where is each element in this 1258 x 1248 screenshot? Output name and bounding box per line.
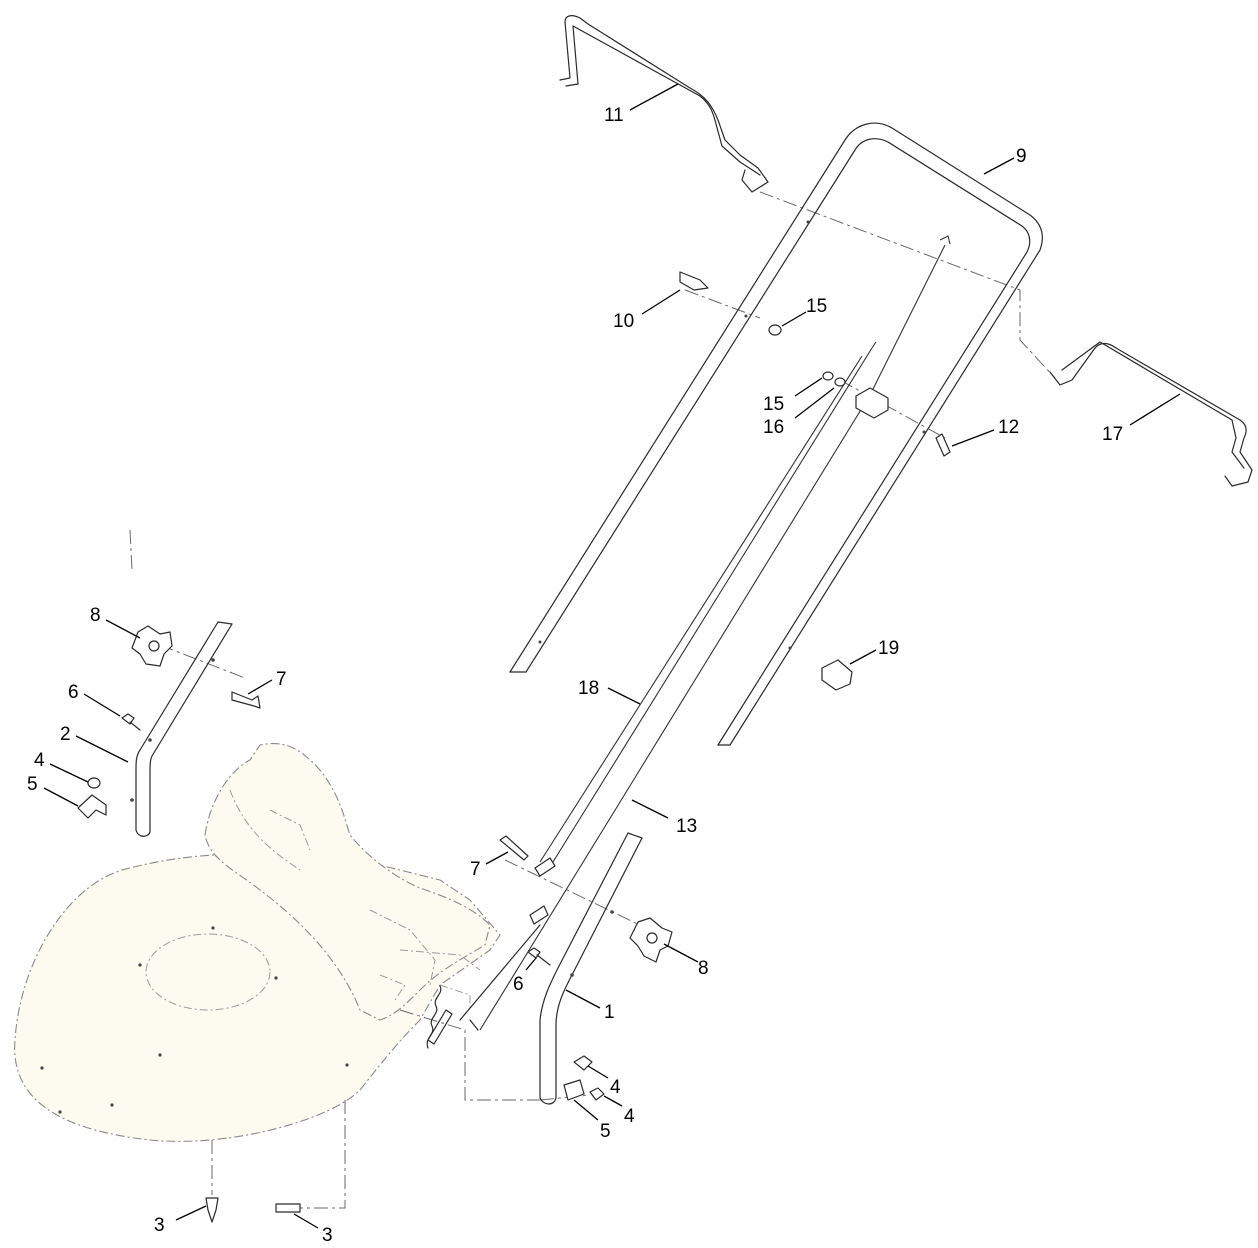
extension-spring (426, 985, 442, 1049)
lower-handle-left (130, 621, 233, 837)
cable-clip (679, 271, 709, 291)
callout-4-right-upper: 4 (610, 1077, 621, 1098)
callout-12: 12 (998, 417, 1019, 438)
callout-11: 11 (604, 105, 624, 126)
callout-4-left: 4 (34, 750, 45, 771)
callout-4-right-lower: 4 (624, 1106, 635, 1127)
assembly-centerlines (129, 191, 1056, 1209)
callout-3-right: 3 (322, 1225, 333, 1246)
lower-handle-right (539, 832, 643, 1105)
callout-8-right: 8 (698, 958, 709, 979)
cable-tie (821, 659, 853, 691)
bolt-left (231, 691, 261, 709)
callout-6-right: 6 (513, 974, 524, 995)
bolt-bottom-right (275, 1203, 301, 1213)
callout-15-lower: 15 (763, 394, 784, 415)
callout-3-left: 3 (154, 1215, 165, 1236)
bolt-bottom-left (205, 1197, 219, 1223)
callout-19: 19 (878, 638, 899, 659)
cable-guide (855, 387, 889, 419)
callout-16: 16 (763, 417, 784, 438)
callout-7-left: 7 (276, 669, 287, 690)
callout-5-left: 5 (27, 774, 38, 795)
callout-6-left: 6 (68, 682, 79, 703)
callout-17: 17 (1102, 424, 1123, 445)
callout-7-right: 7 (470, 859, 481, 880)
upper-bail-left (559, 15, 769, 193)
upper-handle (509, 122, 1043, 746)
callout-15: 15 (806, 296, 827, 317)
callout-8-left: 8 (90, 605, 101, 626)
callout-10: 10 (613, 311, 634, 332)
callout-13: 13 (676, 816, 697, 837)
callout-9: 9 (1016, 146, 1027, 167)
hardware (77, 271, 951, 1223)
bolt-right (499, 835, 529, 861)
callout-18: 18 (578, 678, 599, 699)
lower-bail-right (1049, 341, 1253, 487)
callout-1: 1 (604, 1002, 615, 1023)
callout-5-right: 5 (600, 1121, 611, 1142)
callout-2: 2 (60, 724, 71, 745)
control-cables (427, 235, 951, 1045)
mower-deck (14, 743, 501, 1142)
callouts: 11 9 10 15 15 16 12 17 19 18 13 8 7 6 2 … (27, 83, 1181, 1246)
